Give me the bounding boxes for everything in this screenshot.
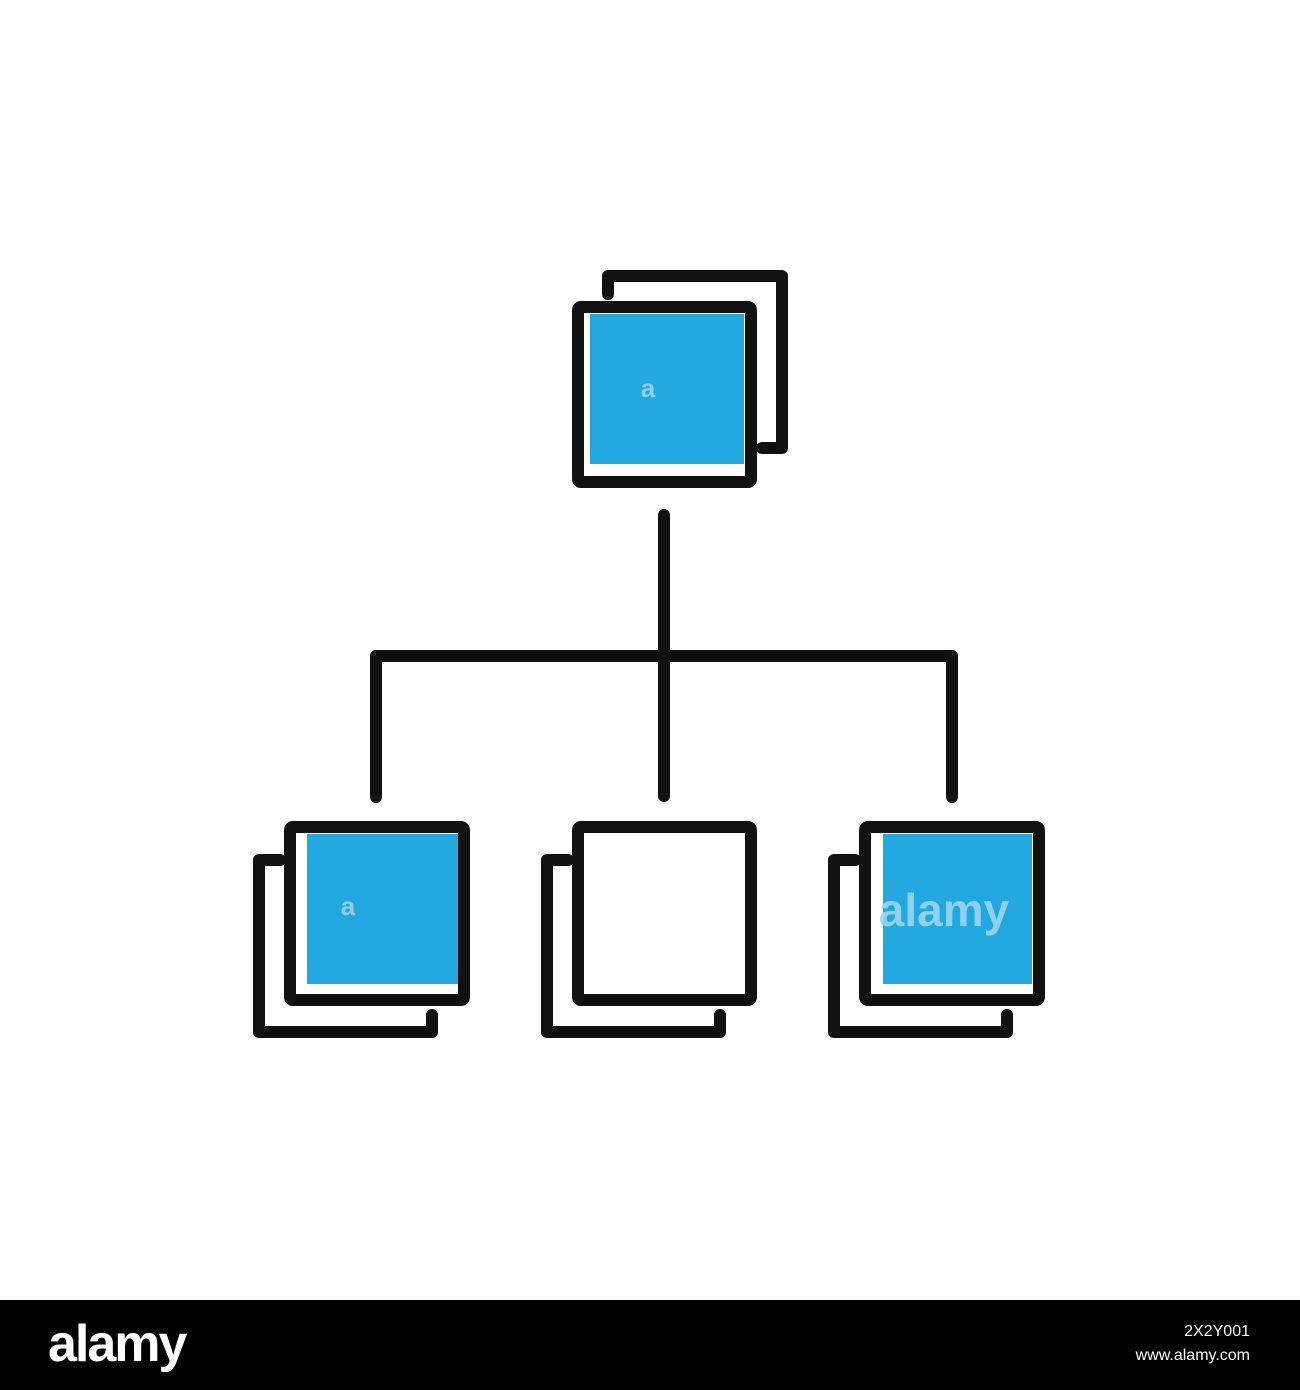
connector-lines bbox=[370, 509, 958, 803]
site-url: www.alamy.com bbox=[1135, 1347, 1250, 1364]
node-root-fill bbox=[590, 314, 744, 464]
node-child-right-back-page bbox=[828, 854, 1013, 1038]
image-id: 2X2Y001 bbox=[1184, 1323, 1250, 1340]
node-child-left-fill bbox=[307, 834, 458, 984]
node-root: a bbox=[572, 270, 788, 488]
node-root-watermark: a bbox=[641, 373, 656, 403]
node-root-box bbox=[572, 301, 757, 488]
hierarchy-diagram: a a bbox=[253, 270, 1045, 1038]
node-child-middle bbox=[541, 821, 757, 1038]
node-child-right-fill bbox=[883, 834, 1032, 984]
node-child-left-watermark: a bbox=[341, 891, 356, 921]
footer-bar: alamy 2X2Y001 www.alamy.com bbox=[0, 1300, 1300, 1390]
node-child-right: alamy bbox=[828, 821, 1045, 1038]
diagram-canvas: a a bbox=[253, 270, 1045, 1038]
node-child-right-box bbox=[859, 821, 1045, 1006]
node-child-left: a bbox=[253, 821, 470, 1038]
node-child-middle-back-page bbox=[541, 854, 726, 1038]
node-child-middle-box bbox=[572, 821, 757, 1006]
node-child-left-back-page bbox=[253, 854, 438, 1038]
footer-meta: 2X2Y001 www.alamy.com bbox=[1136, 1320, 1250, 1368]
node-root-back-page bbox=[602, 270, 788, 454]
node-child-left-box bbox=[284, 821, 470, 1006]
node-child-right-watermark: alamy bbox=[879, 884, 1010, 936]
footer-logo: alamy bbox=[48, 1315, 187, 1373]
